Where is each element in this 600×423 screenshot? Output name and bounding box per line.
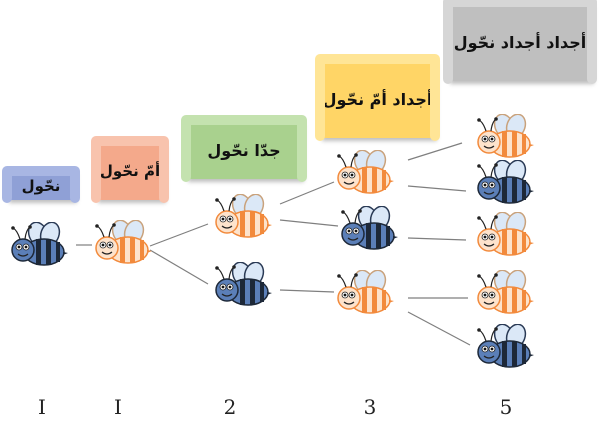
blue-bee-icon — [338, 205, 398, 254]
connector-line — [407, 142, 463, 161]
orange-bee-icon — [334, 269, 394, 318]
label-great-grandparents: أجداد أمّ نحّول — [315, 54, 440, 141]
connector-line — [407, 185, 467, 192]
orange-bee-icon — [474, 211, 534, 260]
label-nahwal: نحّول — [2, 166, 80, 203]
count-gen-1: I — [38, 395, 46, 419]
count-gen-5: 5 — [499, 395, 513, 419]
orange-bee-icon — [474, 269, 534, 318]
blue-bee-icon — [474, 159, 534, 208]
count-gen-4: 3 — [363, 395, 377, 419]
connector-line — [407, 311, 471, 346]
label-great-great-grandparents: أجداد أجداد نحّول — [443, 0, 597, 84]
connector-line — [279, 219, 339, 227]
label-grandparents: جدّا نحّول — [181, 115, 307, 182]
blue-bee-icon — [8, 221, 68, 270]
connector-line — [407, 237, 467, 241]
connector-line — [149, 249, 209, 285]
orange-bee-icon — [212, 193, 272, 242]
label-mother: أمّ نحّول — [91, 136, 169, 203]
connector-line — [279, 181, 335, 205]
orange-bee-icon — [92, 219, 152, 268]
label-mother-text: أمّ نحّول — [99, 162, 161, 180]
connector-line — [279, 289, 335, 293]
count-gen-3: 2 — [223, 395, 237, 419]
blue-bee-icon — [474, 323, 534, 372]
count-gen-2: I — [114, 395, 122, 419]
orange-bee-icon — [334, 149, 394, 198]
label-grandparents-text: جدّا نحّول — [207, 140, 281, 160]
label-great-great-grandparents-text: أجداد أجداد نحّول — [453, 32, 587, 52]
connector-line — [149, 223, 209, 247]
orange-bee-icon — [474, 113, 534, 162]
label-great-grandparents-text: أجداد أمّ نحّول — [322, 89, 433, 109]
blue-bee-icon — [212, 261, 272, 310]
label-nahwal-text: نحّول — [21, 177, 61, 195]
